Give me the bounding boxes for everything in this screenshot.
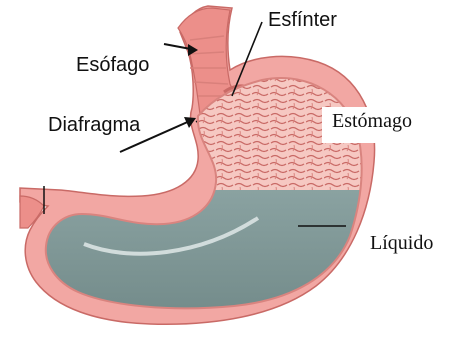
- label-esofago: Esófago: [76, 55, 149, 75]
- label-estomago: Estómago: [322, 107, 420, 143]
- label-liquido: Líquido: [370, 233, 433, 253]
- label-diafragma: Diafragma: [48, 115, 140, 135]
- label-esfinter: Esfínter: [268, 10, 337, 30]
